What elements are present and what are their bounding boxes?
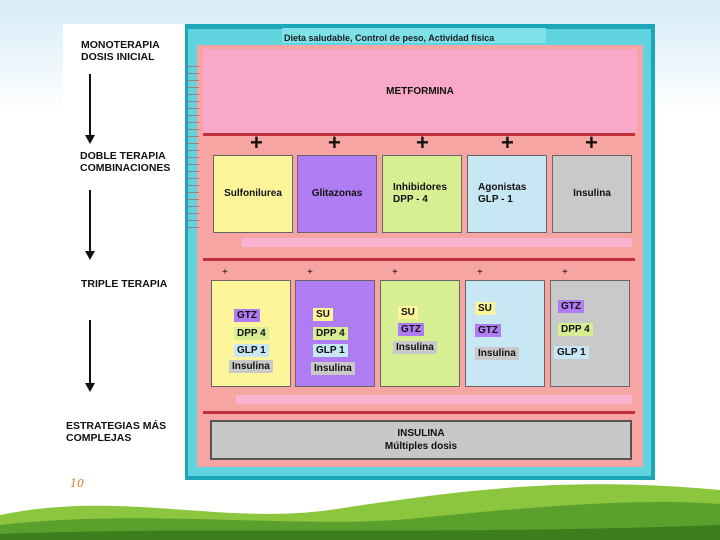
drug-tag: Insulina <box>311 362 355 375</box>
drug-tag: SU <box>475 302 495 315</box>
side-tick-marks <box>187 60 199 230</box>
lifestyle-banner: Dieta saludable, Control de peso, Activi… <box>282 28 546 43</box>
plus-sign: + <box>477 267 483 278</box>
drug-tag: GTZ <box>398 323 424 336</box>
plus-sign: + <box>307 267 313 278</box>
drug-tag: GTZ <box>475 324 501 337</box>
plus-sign: + <box>328 130 341 155</box>
metformina-block: METFORMINA <box>203 49 637 134</box>
insulina-title: INSULINA <box>397 428 445 439</box>
drug-tag: SU <box>398 306 418 319</box>
drug-tag: GLP 1 <box>313 344 348 357</box>
dual-therapy-label: Glitazonas <box>311 188 363 199</box>
dual-therapy-label: Inhibidores DPP - 4 <box>393 182 447 205</box>
drug-tag: DPP 4 <box>234 327 269 340</box>
plus-sign: + <box>501 130 514 155</box>
plus-sign: + <box>392 267 398 278</box>
label-estrategias: ESTRATEGIAS MÁS COMPLEJAS <box>66 420 167 444</box>
dual-therapy-label: Insulina <box>573 188 611 199</box>
drug-tag: SU <box>313 308 333 321</box>
background-grass <box>0 484 720 540</box>
dual-therapy-box: Glitazonas <box>297 155 377 233</box>
label-monoterapia: MONOTERAPIA DOSIS INICIAL <box>81 39 160 63</box>
divider-line <box>203 411 635 414</box>
page-number: 10 <box>70 477 84 490</box>
arrow-down-icon <box>85 74 95 144</box>
dual-therapy-label: Sulfonilurea <box>224 188 282 199</box>
drug-tag: Insulina <box>475 347 519 360</box>
plus-sign: + <box>585 130 598 155</box>
plus-sign: + <box>562 267 568 278</box>
dual-therapy-box: Sulfonilurea <box>213 155 293 233</box>
drug-tag: GTZ <box>558 300 584 313</box>
plus-sign: + <box>250 130 263 155</box>
drug-tag: DPP 4 <box>558 323 593 336</box>
arrow-down-icon <box>85 190 95 260</box>
drug-tag: DPP 4 <box>313 327 348 340</box>
pink-stripe <box>236 395 632 404</box>
pink-stripe <box>242 238 632 247</box>
insulina-subtitle: Múltiples dosis <box>384 441 458 452</box>
lifestyle-banner-text: Dieta saludable, Control de peso, Activi… <box>284 33 495 43</box>
plus-sign: + <box>416 130 429 155</box>
drug-tag: Insulina <box>229 360 273 373</box>
drug-tag: GLP 1 <box>554 346 589 359</box>
divider-line <box>203 258 635 261</box>
dual-therapy-box: Insulina <box>552 155 632 233</box>
plus-sign: + <box>222 267 228 278</box>
arrow-down-icon <box>85 320 95 392</box>
label-doble-terapia: DOBLE TERAPIA COMBINACIONES <box>80 150 171 174</box>
drug-tag: Insulina <box>393 341 437 354</box>
label-triple-terapia: TRIPLE TERAPIA <box>81 278 168 290</box>
drug-tag: GLP 1 <box>234 344 269 357</box>
dual-therapy-box: Inhibidores DPP - 4 <box>382 155 462 233</box>
dual-therapy-label: Agonistas GLP - 1 <box>478 182 527 205</box>
insulina-multiples-dosis: INSULINA Múltiples dosis <box>210 420 632 460</box>
metformina-label: METFORMINA <box>386 86 454 97</box>
drug-tag: GTZ <box>234 309 260 322</box>
dual-therapy-box: Agonistas GLP - 1 <box>467 155 547 233</box>
divider-line <box>203 133 635 136</box>
